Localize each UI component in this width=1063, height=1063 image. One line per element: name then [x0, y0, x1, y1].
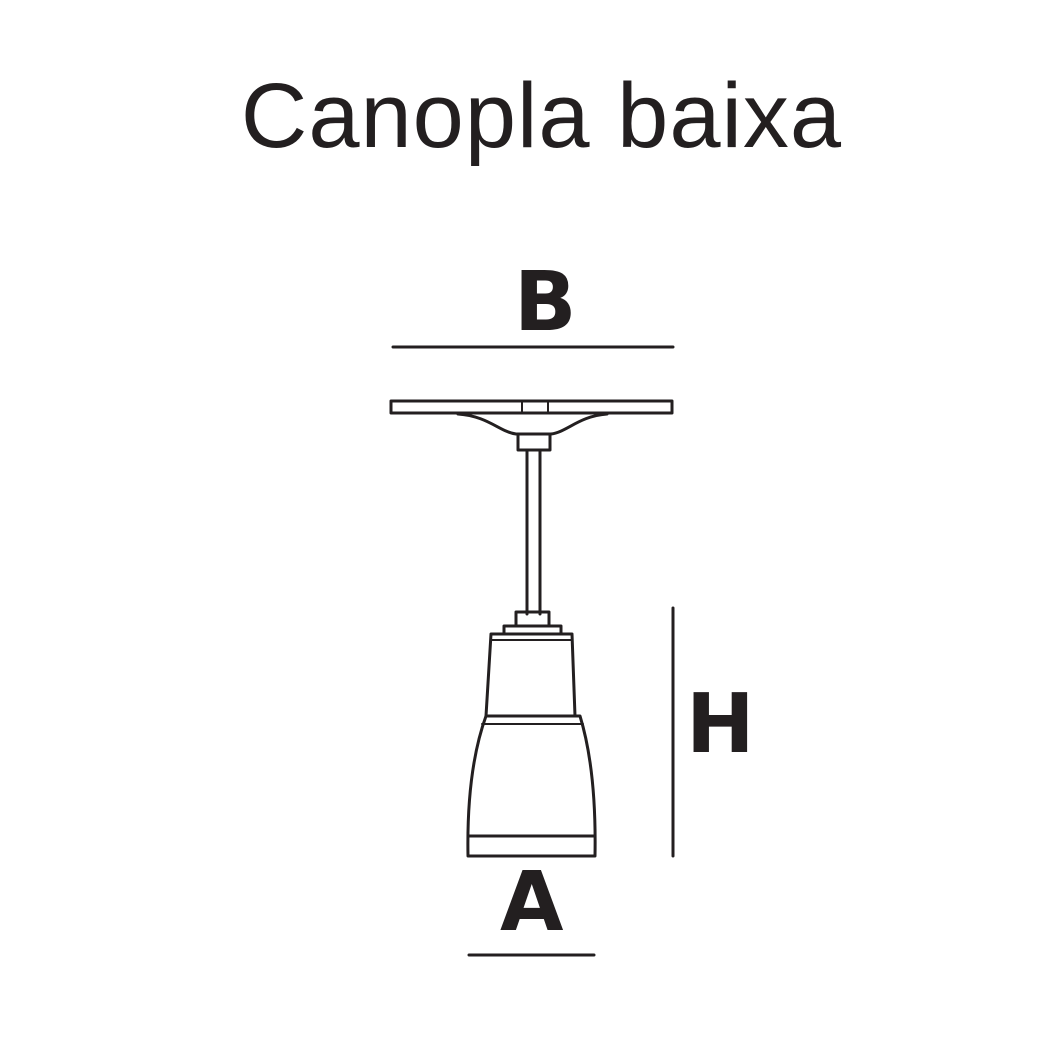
canopy-plate: [389, 399, 674, 415]
diagram-title: Canopla baixa: [240, 65, 843, 167]
top-connector: [516, 432, 552, 452]
shade-upper: [484, 632, 577, 718]
canopy-hub: [456, 412, 609, 436]
shade-lower: [466, 714, 597, 858]
lower-connector: [514, 610, 551, 628]
dimension-label-a: A: [500, 855, 564, 950]
dimension-label-h: H: [686, 677, 755, 772]
dimension-label-b: B: [514, 255, 577, 350]
